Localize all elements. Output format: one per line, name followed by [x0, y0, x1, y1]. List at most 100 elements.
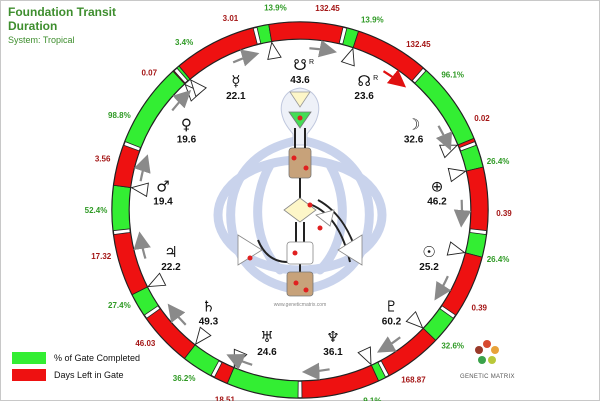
percent-completed-label: 98.8%: [108, 111, 131, 120]
degree-label: 22.1: [226, 91, 246, 102]
system-label: System: Tropical: [8, 35, 75, 45]
days-left-label: 18.51: [215, 396, 236, 401]
gate-remaining-segment: [441, 252, 483, 316]
degree-label: 19.6: [177, 135, 197, 146]
motion-arrow: [435, 125, 453, 151]
days-left-label: 46.03: [135, 339, 156, 348]
days-left-label: 0.02: [474, 114, 490, 123]
gate-remaining-segment: [178, 27, 258, 80]
motion-arrow: [376, 336, 401, 353]
degree-label: 25.2: [419, 262, 439, 273]
title-line-1: Foundation Transit: [8, 5, 116, 19]
logo-dot: [491, 346, 499, 354]
gate-ring: 13.9%132.4596.1%0.0226.4%0.3926.4%0.3932…: [85, 3, 513, 401]
degree-label: 46.2: [427, 196, 447, 207]
mars-icon: ♂: [156, 177, 169, 195]
earth-icon: ⊕: [431, 177, 444, 195]
north-node-retro-icon: ☊: [357, 72, 370, 90]
motion-arrow: [133, 231, 151, 259]
motion-arrow: [434, 275, 452, 301]
motion-arrow: [382, 69, 407, 88]
percent-completed-label: 9.1%: [363, 397, 381, 401]
logo-dot: [478, 356, 486, 364]
gate-position-marker: [447, 167, 467, 183]
sun-icon: ☉: [422, 243, 435, 261]
bodygraph: www.geneticmatrix.com: [213, 87, 387, 308]
gate-position-marker: [147, 272, 167, 288]
legend-completed: % of Gate Completed: [12, 349, 140, 367]
gate-remaining-segment: [268, 21, 344, 45]
motion-arrow: [309, 40, 337, 58]
percent-completed-label: 27.4%: [108, 301, 131, 310]
moon-icon: ☽: [407, 116, 420, 134]
gate-remaining-segment: [380, 327, 437, 377]
days-left-label: 132.45: [315, 4, 340, 13]
gate-position-marker: [446, 241, 466, 256]
percent-completed-label: 96.1%: [441, 71, 464, 80]
activated-gate-markers: [247, 115, 323, 293]
gate-position-marker: [405, 310, 424, 329]
days-left-label: 168.87: [401, 376, 426, 385]
south-node-retro-icon: ☋: [293, 56, 306, 74]
gate-remaining-segment: [301, 364, 380, 399]
days-left-label: 0.39: [496, 209, 512, 218]
degree-label: 23.6: [354, 91, 374, 102]
legend-days-left: Days Left in Gate: [12, 366, 124, 384]
degree-label: 43.6: [290, 75, 310, 86]
logo-dot: [475, 346, 483, 354]
motion-arrow: [133, 154, 151, 182]
page-title: Foundation Transit Duration: [8, 5, 116, 33]
gate-remaining-segment: [352, 30, 424, 82]
percent-completed-label: 13.9%: [361, 15, 384, 24]
gate-position-marker: [194, 326, 212, 346]
motion-arrow: [301, 362, 330, 381]
saturn-icon: ♄: [202, 297, 215, 315]
motion-arrow: [226, 353, 253, 370]
days-left-label: 3.01: [223, 14, 239, 23]
watermark: www.geneticmatrix.com: [274, 302, 327, 308]
neptune-icon: ♆: [326, 328, 339, 346]
degree-label: 22.2: [161, 262, 181, 273]
venus-icon: ♀: [181, 116, 192, 134]
gate-position-marker: [189, 78, 207, 98]
degree-label: 60.2: [382, 316, 402, 327]
gate-position-marker: [267, 41, 282, 60]
gate-remaining-segment: [113, 144, 140, 188]
title-line-2: Duration: [8, 19, 58, 33]
pluto-icon: ♇: [385, 297, 398, 315]
legend-days-left-swatch: [12, 368, 46, 381]
retrograde-marker: R: [309, 59, 314, 66]
gate-position-marker: [357, 346, 372, 366]
percent-completed-label: 32.6%: [441, 341, 464, 350]
gate-position-marker: [340, 47, 355, 67]
solar-plexus-center: [337, 234, 363, 266]
degree-label: 49.3: [199, 316, 219, 327]
heart-center: [315, 209, 335, 227]
days-left-label: 132.45: [406, 40, 431, 49]
head-center: [289, 91, 311, 108]
uranus-icon: ♅: [260, 328, 273, 346]
degree-label: 36.1: [323, 347, 343, 358]
motion-arrow: [232, 49, 260, 67]
gate-remaining-segment: [172, 70, 186, 85]
percent-completed-label: 13.9%: [264, 3, 287, 12]
percent-completed-label: 36.2%: [173, 374, 196, 383]
planet-layer: ☊R23.6☽32.6⊕46.2☉25.2♇60.2♆36.1♅24.6♄49.…: [153, 56, 447, 358]
percent-completed-label: 3.4%: [175, 38, 193, 47]
gate-remaining-segment: [113, 231, 148, 296]
degree-label: 32.6: [404, 135, 424, 146]
logo-dot: [488, 356, 496, 364]
days-left-label: 17.32: [91, 252, 112, 261]
motion-arrow: [171, 89, 192, 112]
sacral-center: [286, 241, 314, 265]
days-left-label: 0.39: [471, 303, 487, 312]
motion-arrows: [133, 40, 472, 381]
degree-label: 19.4: [153, 196, 173, 207]
days-left-label: 3.56: [95, 154, 111, 163]
logo-dot: [483, 340, 491, 348]
legend-completed-swatch: [12, 351, 46, 364]
percent-completed-label: 26.4%: [487, 255, 510, 264]
gate-position-marker: [130, 182, 149, 198]
